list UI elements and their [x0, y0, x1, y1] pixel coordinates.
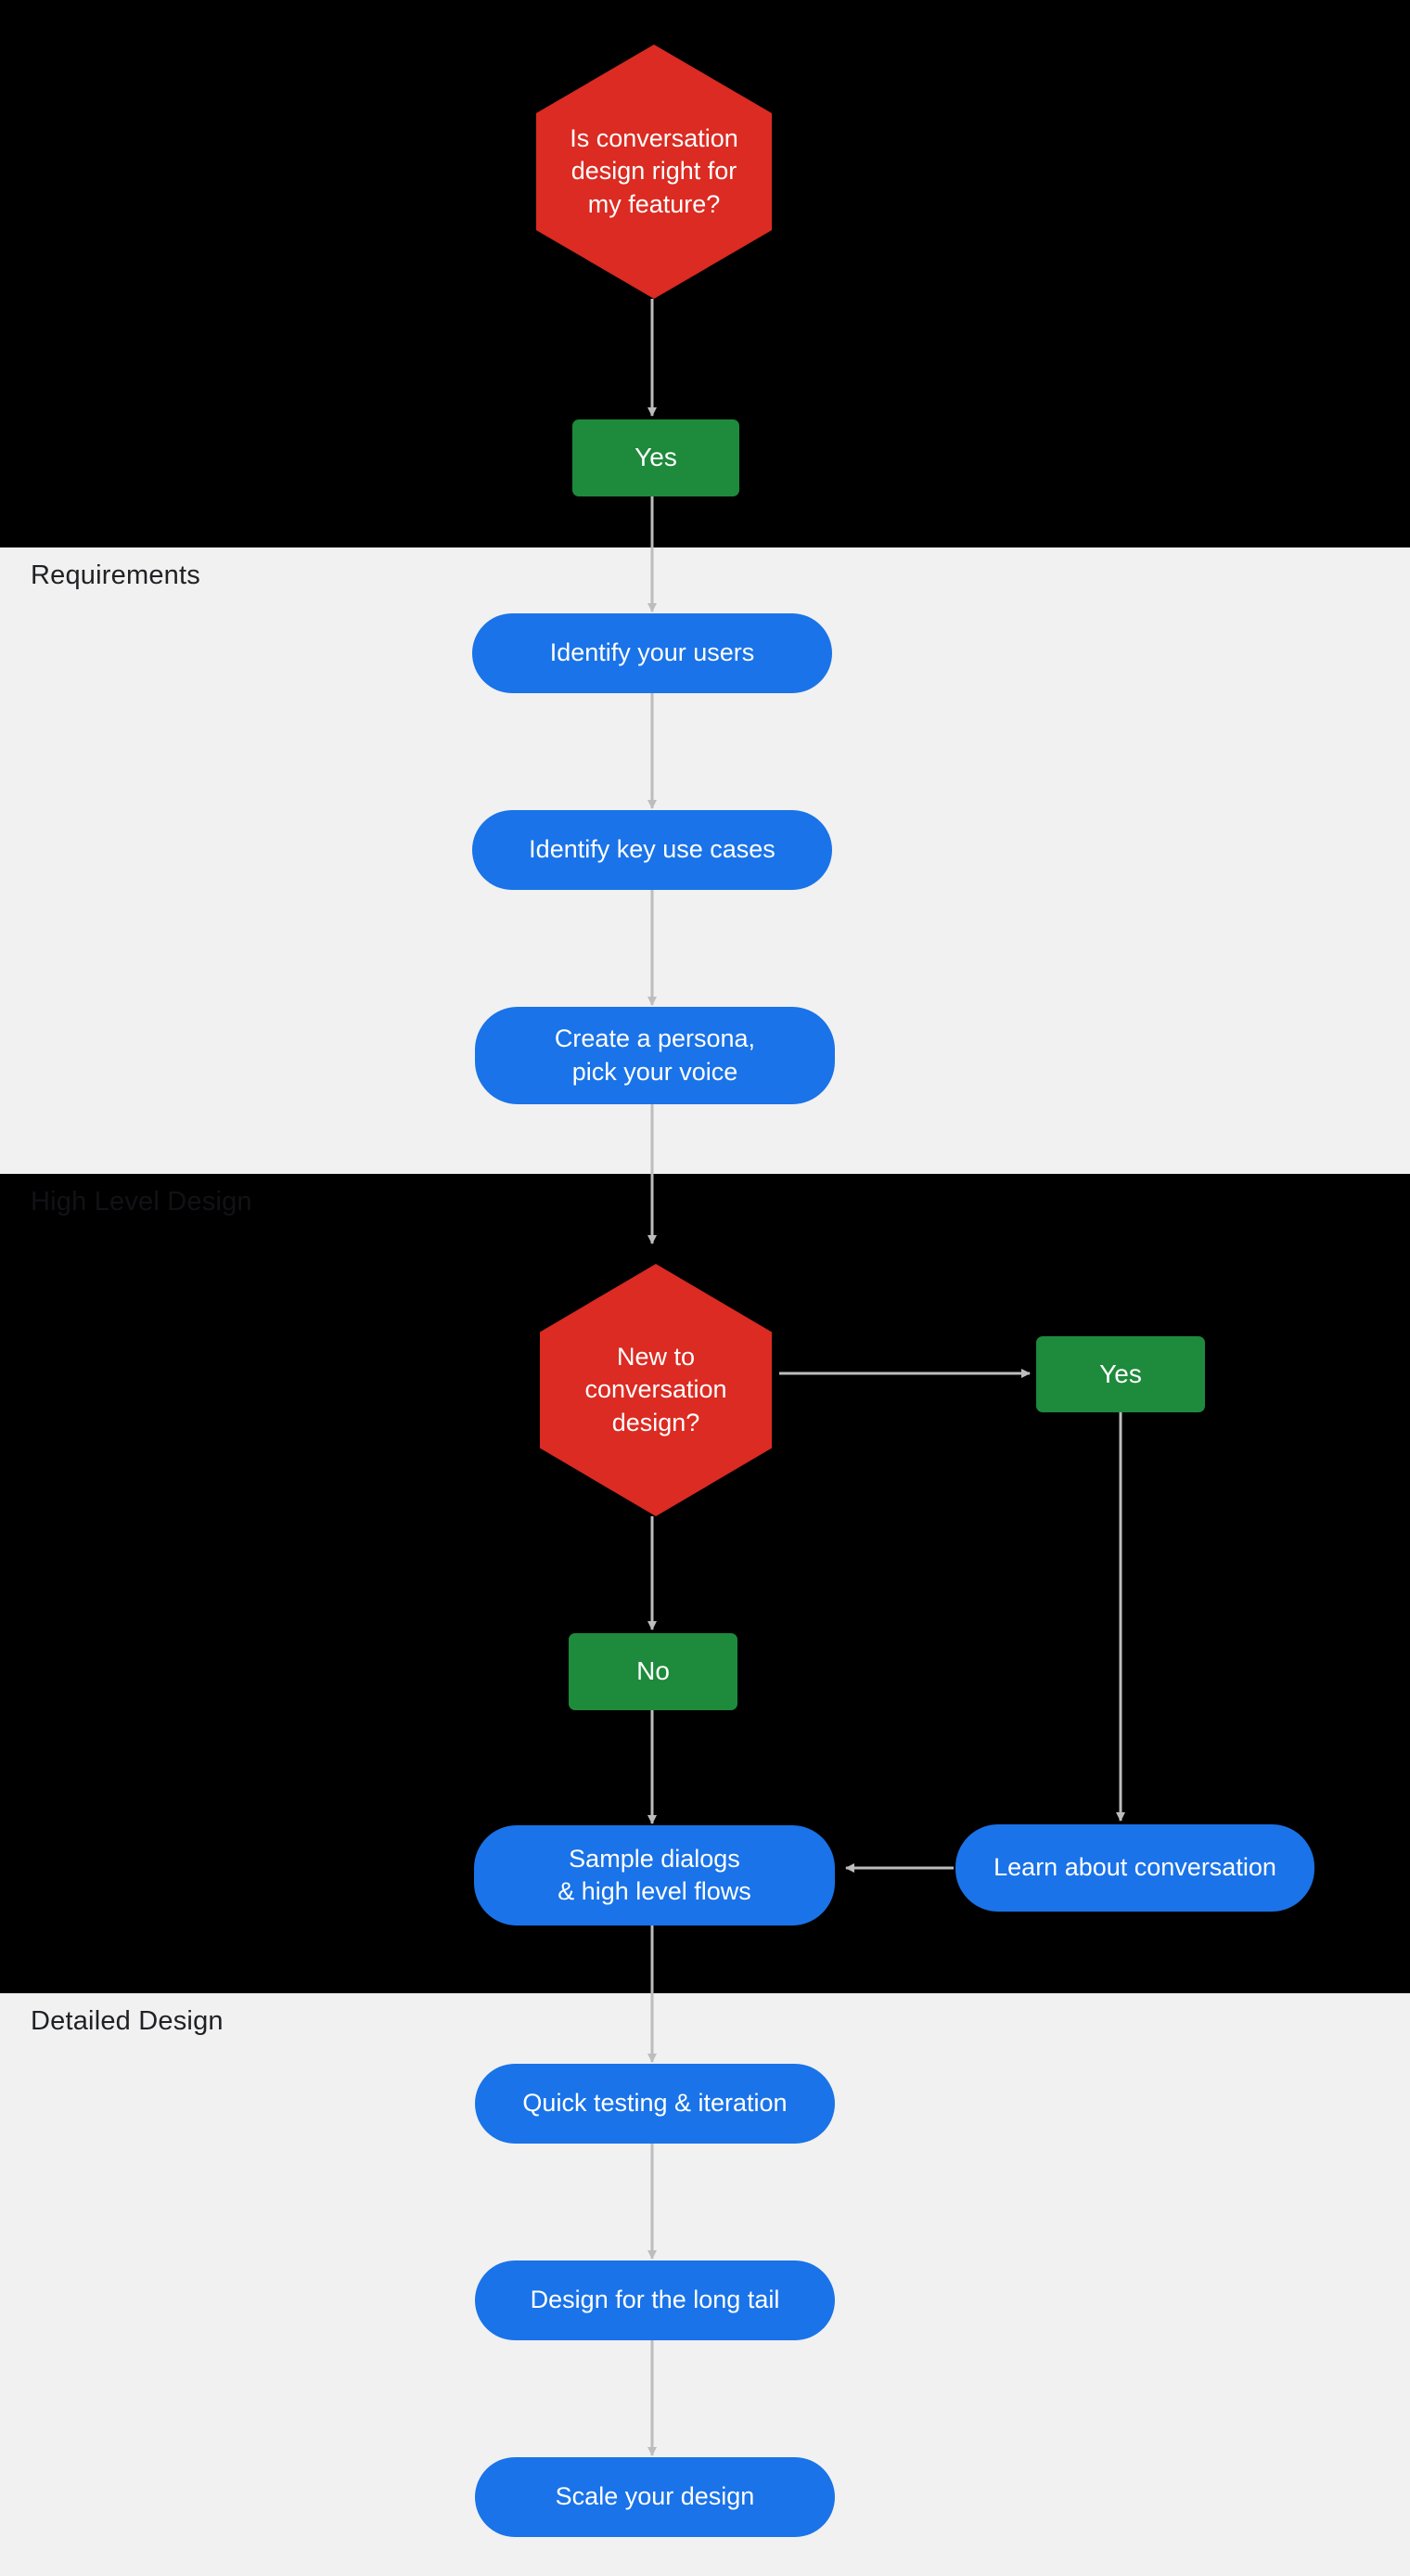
answer-label: Yes	[1099, 1359, 1142, 1388]
step-label: Quick testing & iteration	[522, 2089, 788, 2118]
answer-label: Yes	[634, 443, 677, 472]
step-label: Identify key use cases	[529, 835, 776, 864]
step-node-identify-your-users[interactable]: Identify your users	[472, 613, 832, 693]
step-node-sample-dialogs-high-level-flows[interactable]: Sample dialogs & high level flows	[474, 1825, 835, 1926]
step-label: Create a persona, pick your voice	[554, 1024, 756, 1086]
step-node-create-a-persona-pick-your-voice[interactable]: Create a persona, pick your voice	[475, 1007, 835, 1104]
answer-node-yes-fit[interactable]: Yes	[572, 419, 739, 496]
section-label-detailed: Detailed Design	[31, 2006, 224, 2036]
section-label-high-level: High Level Design	[31, 1187, 252, 1217]
decision-label: Is conversation design right for my feat…	[570, 124, 738, 218]
step-label: Design for the long tail	[530, 2286, 780, 2314]
answer-node-yes-new[interactable]: Yes	[1036, 1336, 1205, 1412]
step-label: Learn about conversation	[993, 1853, 1276, 1882]
step-label: Scale your design	[555, 2482, 755, 2511]
step-node-learn-about-conversation[interactable]: Learn about conversation	[955, 1824, 1314, 1912]
step-label: Sample dialogs & high level flows	[558, 1844, 751, 1905]
step-node-identify-key-use-cases[interactable]: Identify key use cases	[472, 810, 832, 890]
step-node-scale-your-design[interactable]: Scale your design	[475, 2457, 835, 2537]
section-label-requirements: Requirements	[31, 560, 200, 590]
answer-node-no-new[interactable]: No	[569, 1633, 737, 1710]
step-node-design-for-the-long-tail[interactable]: Design for the long tail	[475, 2260, 835, 2340]
answer-label: No	[636, 1656, 670, 1686]
step-label: Identify your users	[549, 638, 755, 667]
step-node-quick-testing-iteration[interactable]: Quick testing & iteration	[475, 2064, 835, 2144]
decision-label: New to conversation design?	[584, 1343, 727, 1436]
